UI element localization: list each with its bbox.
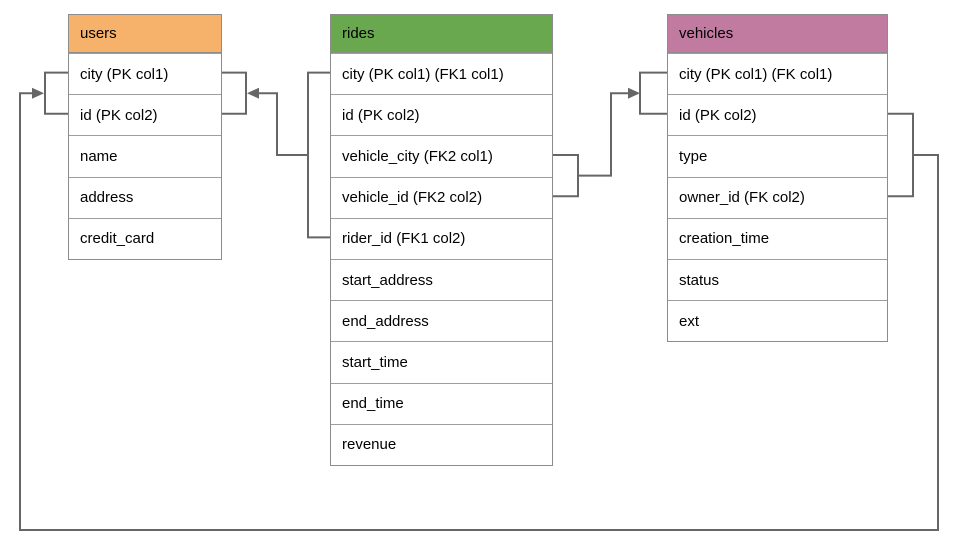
table-vehicles-header: vehicles	[668, 15, 887, 53]
table-vehicles: vehicles city (PK col1) (FK col1) id (PK…	[667, 14, 888, 343]
users-col-credit-card: credit_card	[69, 217, 221, 259]
fk2-arrowhead-icon	[628, 87, 640, 99]
fk2-vehicles-bracket	[639, 71, 667, 115]
rides-col-vehicle-id: vehicle_id (FK2 col2)	[331, 176, 552, 218]
rides-col-end-time: end_time	[331, 382, 552, 424]
fk1-connector-line	[259, 92, 308, 156]
fk1-rides-bracket	[307, 71, 330, 239]
rides-col-city: city (PK col1) (FK1 col1)	[331, 53, 552, 95]
rides-col-end-address: end_address	[331, 300, 552, 342]
rides-col-vehicle-city: vehicle_city (FK2 col1)	[331, 135, 552, 177]
vehicles-col-city: city (PK col1) (FK col1)	[668, 53, 887, 95]
fk-vehicles-bracket	[888, 112, 914, 198]
fk1-users-bracket	[222, 71, 247, 115]
vehicles-col-creation-time: creation_time	[668, 217, 887, 259]
vehicles-col-type: type	[668, 135, 887, 177]
fk-connector-loop-line	[19, 92, 939, 531]
fk2-connector-line	[578, 92, 628, 177]
fk-users-bracket	[44, 71, 68, 115]
table-users-header: users	[69, 15, 221, 53]
users-col-id: id (PK col2)	[69, 94, 221, 136]
vehicles-col-status: status	[668, 258, 887, 301]
table-users: users city (PK col1) id (PK col2) name a…	[68, 14, 222, 260]
users-col-address: address	[69, 176, 221, 218]
fk-arrowhead-icon	[32, 87, 44, 99]
table-rides: rides city (PK col1) (FK1 col1) id (PK c…	[330, 14, 553, 466]
vehicles-col-id: id (PK col2)	[668, 94, 887, 136]
users-col-city: city (PK col1)	[69, 53, 221, 95]
fk1-arrowhead-icon	[247, 87, 259, 99]
rides-col-id: id (PK col2)	[331, 94, 552, 136]
vehicles-col-owner-id: owner_id (FK col2)	[668, 176, 887, 218]
rides-col-start-address: start_address	[331, 258, 552, 301]
rides-col-revenue: revenue	[331, 423, 552, 465]
fk2-rides-bracket	[553, 154, 579, 198]
rides-col-rider-id: rider_id (FK1 col2)	[331, 217, 552, 259]
rides-col-start-time: start_time	[331, 341, 552, 383]
table-rides-header: rides	[331, 15, 552, 53]
users-col-name: name	[69, 135, 221, 177]
vehicles-col-ext: ext	[668, 300, 887, 342]
